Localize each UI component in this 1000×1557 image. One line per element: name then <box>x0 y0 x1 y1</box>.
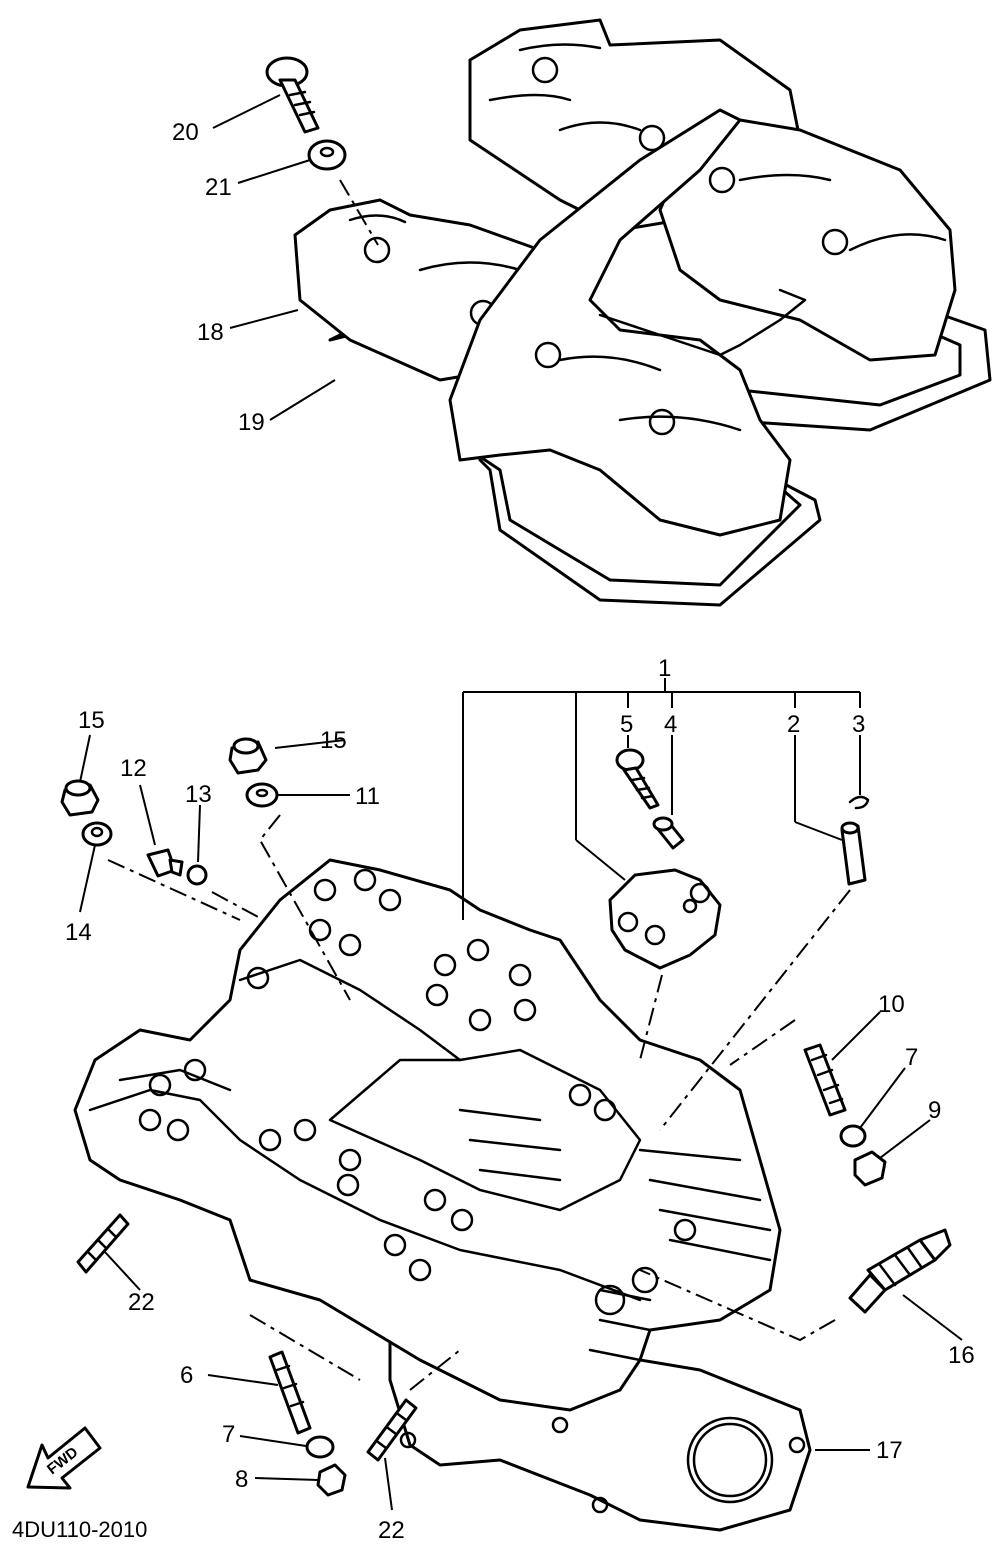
callout-15-right: 15 <box>320 727 347 754</box>
callout-15-left: 15 <box>78 707 105 734</box>
callout-6: 6 <box>180 1362 193 1389</box>
clip-3 <box>848 795 870 810</box>
washer-11 <box>245 782 279 808</box>
stud-22-left <box>76 1213 130 1274</box>
callout-7-left: 7 <box>222 1421 235 1448</box>
callout-11: 11 <box>355 783 380 810</box>
pin-2 <box>840 821 867 886</box>
callout-8: 8 <box>235 1466 248 1493</box>
camshaft-cap-1 <box>608 868 722 970</box>
callout-10: 10 <box>878 991 905 1018</box>
stud-6 <box>268 1350 312 1435</box>
bolt-20 <box>265 56 320 134</box>
bolt-12 <box>146 848 184 878</box>
bolt-15-left <box>60 779 100 817</box>
nut-8 <box>316 1463 347 1497</box>
callout-12: 12 <box>120 755 147 782</box>
callout-22-bottom: 22 <box>378 1517 405 1544</box>
callout-5: 5 <box>620 711 633 738</box>
washer-21 <box>307 139 347 171</box>
spark-plug-16 <box>848 1228 952 1314</box>
nut-9 <box>853 1150 887 1187</box>
callout-18: 18 <box>197 319 224 346</box>
washer-13 <box>186 864 208 886</box>
stud-22-bottom <box>366 1398 418 1462</box>
callout-21: 21 <box>205 174 232 201</box>
head-cover-center-bridge <box>448 108 807 537</box>
callout-4: 4 <box>664 711 677 738</box>
washer-7-left <box>305 1435 335 1459</box>
callout-17: 17 <box>876 1437 903 1464</box>
washer-14 <box>81 821 113 847</box>
washer-7-right <box>839 1124 867 1148</box>
callout-labels: 20 21 18 19 1 5 4 2 3 15 15 12 13 11 14 … <box>12 119 975 1544</box>
stud-10 <box>803 1043 847 1117</box>
callout-2: 2 <box>787 711 800 738</box>
callout-13: 13 <box>185 781 212 808</box>
diagram-code: 4DU110-2010 <box>12 1517 147 1542</box>
bolt-5 <box>615 748 660 810</box>
bolt-15-right <box>228 737 268 775</box>
callout-19: 19 <box>238 409 265 436</box>
callout-1: 1 <box>658 655 671 682</box>
callout-3: 3 <box>852 711 865 738</box>
dowel-pin-4 <box>652 816 685 850</box>
callout-22-left: 22 <box>128 1289 155 1316</box>
callout-9: 9 <box>928 1097 941 1124</box>
callout-7-right: 7 <box>905 1044 918 1071</box>
callout-20: 20 <box>172 119 199 146</box>
callout-14: 14 <box>65 919 92 946</box>
head-cover-right <box>658 118 957 362</box>
leader-lines <box>79 94 963 1511</box>
fwd-arrow-icon: FWD <box>26 1426 102 1490</box>
callout-16: 16 <box>948 1342 975 1369</box>
cylinder-head-body <box>73 858 782 1412</box>
